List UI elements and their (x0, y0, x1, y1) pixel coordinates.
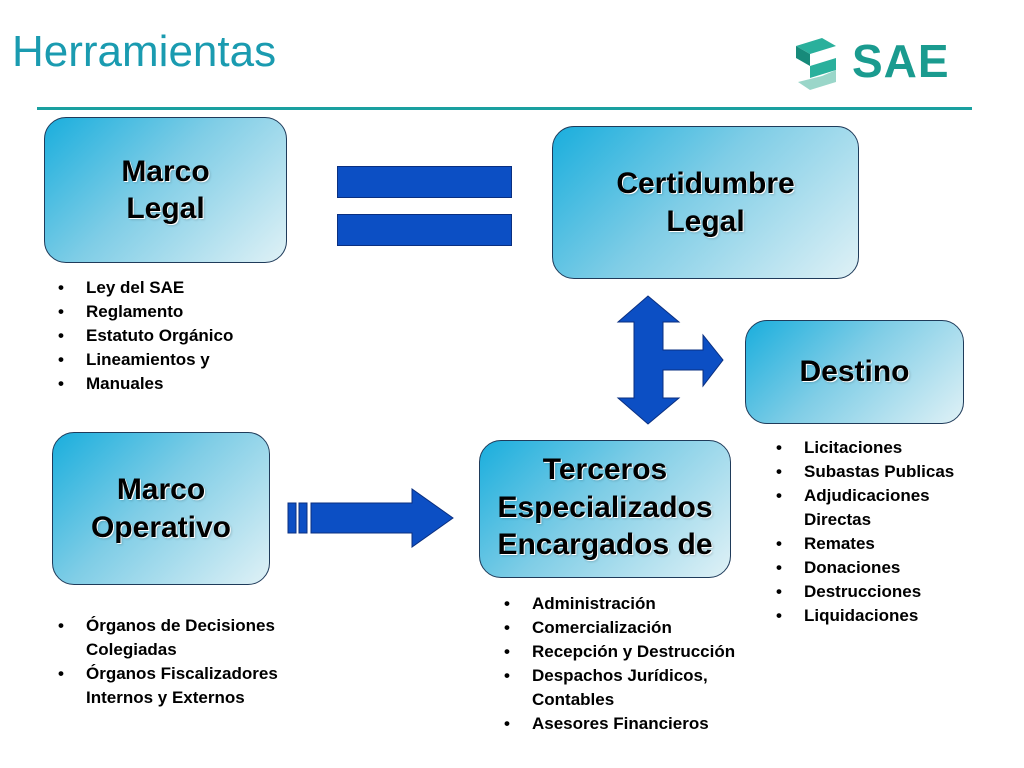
list-item: Remates (776, 532, 976, 556)
list-item: Donaciones (776, 556, 976, 580)
list-item: Estatuto Orgánico (58, 324, 318, 348)
box-marco-operativo: Marco Operativo (52, 432, 270, 585)
list-marco-legal: Ley del SAE Reglamento Estatuto Orgánico… (58, 276, 318, 396)
box-certidumbre-legal: Certidumbre Legal (552, 126, 859, 279)
box-destino-line-1: Destino (799, 355, 910, 389)
list-item: Manuales (58, 372, 318, 396)
box-marco-legal: Marco Legal (44, 117, 287, 263)
list-item: Subastas Publicas (776, 460, 976, 484)
box-terceros-line-1: Terceros (542, 453, 668, 486)
list-item: Administración (504, 592, 764, 616)
list-item: Asesores Financieros (504, 712, 764, 736)
list-item: Recepción y Destrucción (504, 640, 764, 664)
equals-bar-top (337, 166, 512, 198)
arrow-stripe-2 (298, 502, 308, 534)
list-item: Liquidaciones (776, 604, 976, 628)
list-destino: Licitaciones Subastas Publicas Adjudicac… (776, 436, 976, 628)
equals-bar-bottom (337, 214, 512, 246)
list-marco-operativo: Órganos de Decisiones Colegiadas Órganos… (58, 614, 348, 710)
list-item: Destrucciones (776, 580, 976, 604)
box-destino: Destino (745, 320, 964, 424)
sae-logo: SAE (792, 36, 967, 92)
box-certidumbre-line-1: Certidumbre (616, 167, 795, 200)
box-marco-legal-line-1: Marco (121, 154, 210, 188)
header-divider (37, 107, 972, 110)
box-marco-operativo-line-2: Operativo (90, 510, 232, 544)
list-item: Órganos Fiscalizadores Internos y Extern… (58, 662, 348, 710)
list-item: Licitaciones (776, 436, 976, 460)
sae-logo-icon (796, 38, 836, 90)
list-item: Lineamientos y (58, 348, 318, 372)
logo-text: SAE (852, 35, 950, 87)
list-item: Comercialización (504, 616, 764, 640)
page-title: Herramientas (12, 27, 277, 76)
list-item: Despachos Jurídicos, Contables (504, 664, 764, 712)
box-marco-operativo-line-1: Marco (116, 473, 206, 506)
list-item: Órganos de Decisiones Colegiadas (58, 614, 348, 662)
list-item: Ley del SAE (58, 276, 318, 300)
box-terceros-line-2: Especializados (497, 490, 713, 524)
list-item: Reglamento (58, 300, 318, 324)
box-marco-legal-line-2: Legal (126, 192, 205, 225)
box-terceros-especializados: Terceros Especializados Encargados de (479, 440, 731, 578)
box-certidumbre-line-2: Legal (666, 204, 745, 238)
list-terceros: Administración Comercialización Recepció… (504, 592, 764, 736)
box-terceros-line-3: Encargados de (497, 528, 713, 561)
list-item: Adjudicaciones Directas (776, 484, 976, 532)
double-arrow-branch-icon (616, 295, 724, 425)
right-arrow-icon (310, 488, 454, 548)
arrow-stripe-1 (287, 502, 297, 534)
